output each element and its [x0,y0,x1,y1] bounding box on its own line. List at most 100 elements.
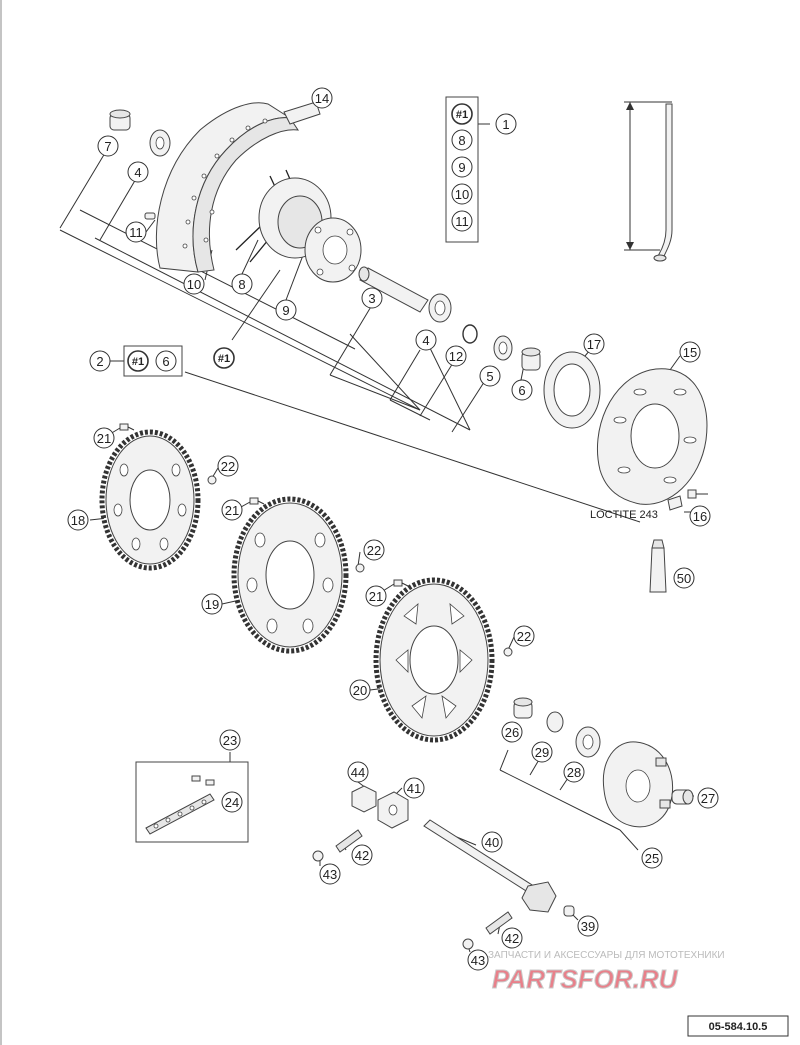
kit-box [445,96,479,243]
callout-circle [479,365,501,387]
callout-number: 22 [221,459,235,474]
callout-number: 18 [71,513,85,528]
sprocket-bolt [119,423,409,587]
kit-item: 8 [458,133,465,148]
callout-circle [93,427,115,449]
callout-number: 17 [587,337,601,352]
brake-disc [596,368,708,505]
carrier-bearing [575,726,601,758]
callout-circle [679,341,701,363]
carrier-spacer [513,697,533,719]
callout-number: 27 [701,791,715,806]
callout-circle [415,329,437,351]
callout-number: 19 [205,597,219,612]
callout-number: 12 [449,349,463,364]
loctite-note: LOCTITE 243 [590,509,658,521]
callout-circle [347,761,369,783]
hub-reference: #1 [218,353,230,365]
callout-number: 23 [223,733,237,748]
callout-circle [97,135,119,157]
callout-circle [363,539,385,561]
callout-number: 28 [567,765,581,780]
callout-circle [365,585,387,607]
callout-circle [351,844,373,866]
callout-number: 8 [238,277,245,292]
sprocket-18 [99,429,201,571]
sprocket-20 [373,577,495,743]
callout-number: 40 [485,835,499,850]
callout-number: 10 [187,277,201,292]
callouts: 1344567891011121415161718192021212122222… [67,87,719,971]
kit-item-ref: #1 [456,109,468,121]
callout-number: 4 [422,333,429,348]
callout-circle [67,509,89,531]
callout-number: 50 [677,571,691,586]
wheel-axle [423,819,557,913]
callout-circle [481,831,503,853]
kit-row-main: 2 [96,354,103,369]
callout-circle [513,625,535,647]
circlip [462,324,478,344]
callout-number: 25 [645,851,659,866]
callout-circle [201,593,223,615]
callout-circle [501,927,523,949]
callout-number: 15 [683,345,697,360]
hub [258,177,362,283]
callout-number: 24 [225,795,239,810]
kit-item: 9 [458,160,465,175]
callout-circle [445,345,467,367]
rim [155,102,300,273]
callout-circle [511,379,533,401]
callout-number: 21 [369,589,383,604]
carrier-seal [546,711,564,733]
callout-number: 16 [693,509,707,524]
callout-number: 9 [282,303,289,318]
callout-circle [217,455,239,477]
callout-number: 4 [134,165,141,180]
callout-number: 22 [517,629,531,644]
callout-circle [673,567,695,589]
kit-box-items: #1 8 9 10 11 [451,103,473,232]
callout-number: 1 [502,117,509,132]
callout-circle [361,287,383,309]
callout-circle [689,505,711,527]
bearing-left [149,129,171,157]
callout-number: 14 [315,91,329,106]
callout-circle [219,729,241,751]
callout-number: 29 [535,745,549,760]
chain-kit-box [135,761,249,843]
callout-circle [231,273,253,295]
callout-number: 3 [368,291,375,306]
callout-circle [697,787,719,809]
drawing-code: 05-584.10.5 [709,1021,768,1033]
callout-number: 6 [518,383,525,398]
kit-row: 2 #1 6 [89,345,183,377]
spacer-bushing [109,109,131,131]
callout-number: 43 [471,953,485,968]
axle-cap [563,905,575,917]
distance-tube [358,266,429,313]
callout-circle [563,761,585,783]
callout-circle [221,791,243,813]
chain-adjuster [377,791,409,829]
spacer-right [521,347,541,371]
adjuster-nut [312,850,474,950]
callout-circle [501,721,523,743]
rim-tape [283,101,321,125]
callout-circle [221,499,243,521]
disc-bolt [667,489,708,511]
kit-item: 10 [455,187,469,202]
callout-circle [495,113,517,135]
spoke-nipple [144,212,156,220]
callout-number: 11 [129,225,143,240]
kit-row-ref: #1 [132,356,144,368]
callout-number: 21 [225,503,239,518]
callout-number: 7 [104,139,111,154]
bearing-right [428,293,452,323]
callout-circle [403,777,425,799]
callout-number: 5 [486,369,493,384]
adjuster-bolt [335,829,513,935]
watermark: ЗАПЧАСТИ И АКСЕССУАРЫ ДЛЯ МОТОТЕХНИКИ PA… [488,950,725,995]
callout-circle [583,333,605,355]
